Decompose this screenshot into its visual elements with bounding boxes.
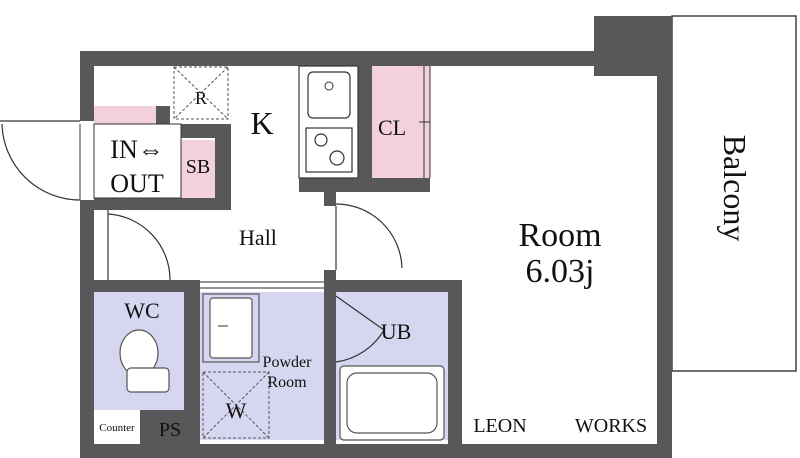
hall-door-left bbox=[107, 210, 171, 281]
room-door bbox=[335, 203, 403, 270]
room-name-label: Room bbox=[518, 217, 601, 254]
entrance-top-strip bbox=[94, 106, 156, 124]
pipe-space-label: PS bbox=[159, 419, 181, 441]
counter-box bbox=[94, 410, 140, 444]
refrigerator-label: R bbox=[195, 88, 207, 108]
toilet-icon bbox=[119, 329, 170, 393]
balcony-label: Balcony bbox=[717, 135, 753, 242]
bathtub-icon bbox=[339, 365, 445, 441]
powder-room-label-2: Room bbox=[267, 374, 307, 391]
refrigerator-space bbox=[173, 66, 229, 120]
shoebox-floor bbox=[181, 140, 215, 198]
vanity-sink-icon bbox=[202, 293, 260, 363]
entrance-label-in: IN⇔ bbox=[110, 135, 163, 164]
bath-door bbox=[335, 295, 385, 363]
shoebox-label: SB bbox=[186, 156, 210, 178]
washer-label: W bbox=[226, 398, 247, 423]
bath-label: UB bbox=[381, 319, 412, 344]
closet-doors bbox=[419, 66, 431, 178]
hall-label: Hall bbox=[239, 225, 277, 250]
brand-right-label: WORKS bbox=[575, 415, 647, 437]
brand-left-label: LEON bbox=[473, 415, 526, 437]
counter-label: Counter bbox=[99, 422, 135, 434]
washer-space bbox=[202, 371, 270, 439]
kitchen-counter bbox=[298, 65, 359, 179]
sink-icon bbox=[307, 71, 351, 119]
walls bbox=[80, 16, 672, 458]
closet-label: CL bbox=[378, 115, 406, 140]
entrance-floor bbox=[93, 123, 182, 199]
wc-label: WC bbox=[124, 298, 159, 323]
entrance-door bbox=[0, 120, 81, 201]
room-size-label: 6.03j bbox=[526, 253, 595, 290]
entrance-label-out: OUT bbox=[110, 169, 164, 198]
powder-room-label-1: Powder bbox=[263, 354, 313, 371]
kitchen-label: K bbox=[250, 105, 273, 141]
sliding-partition bbox=[200, 281, 324, 289]
stove-icon bbox=[305, 127, 353, 173]
